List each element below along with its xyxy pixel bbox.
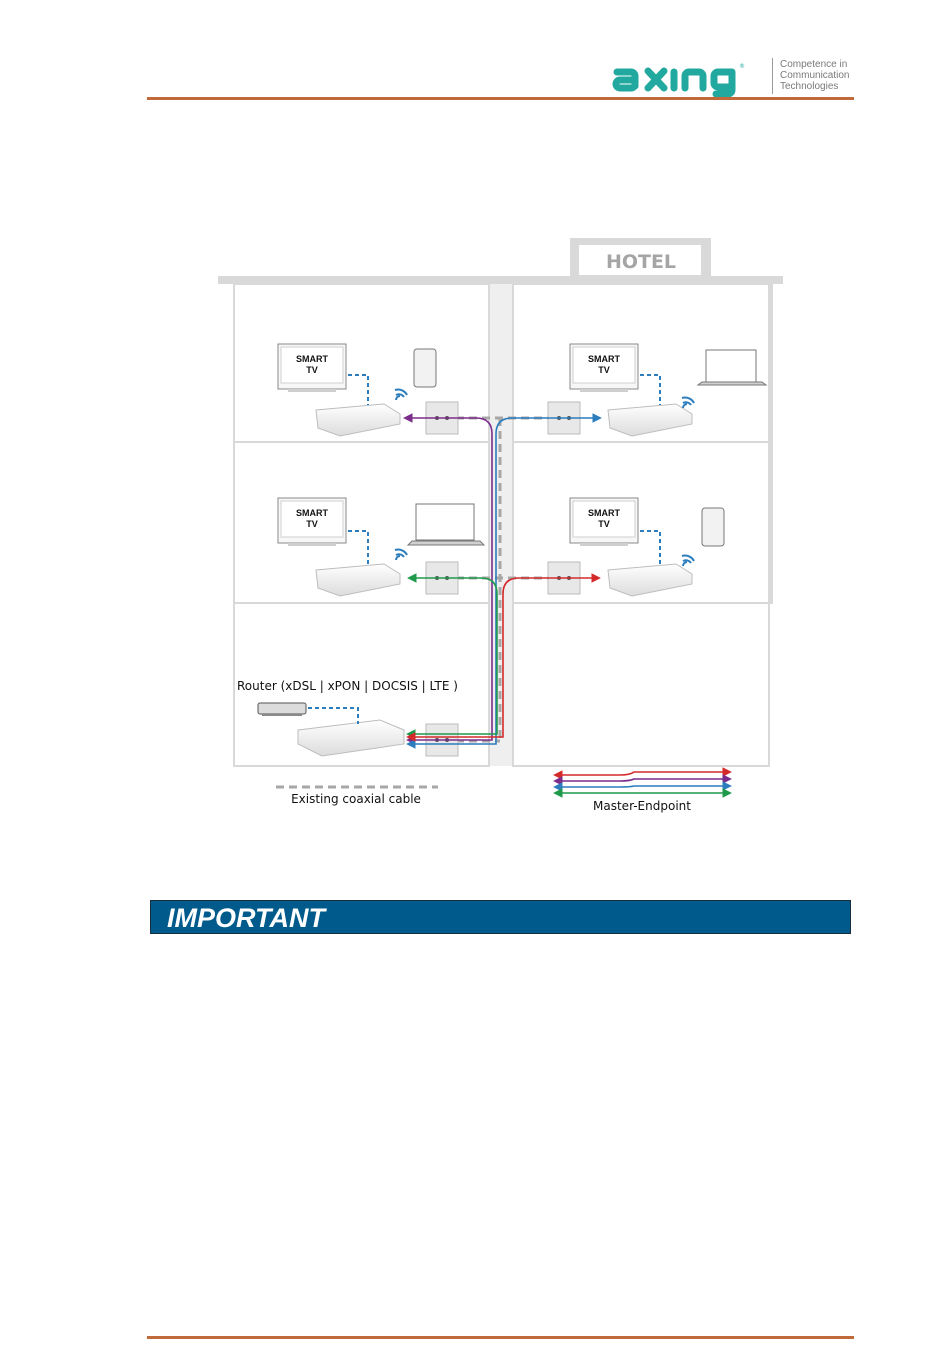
tv-label: TV bbox=[306, 365, 318, 375]
header-rule bbox=[147, 97, 854, 100]
router-label: Router (xDSL | xPON | DOCSIS | LTE ) bbox=[237, 679, 458, 693]
tagline-line: Communication bbox=[780, 70, 870, 81]
tagline-line: Technologies bbox=[780, 81, 870, 92]
tv-label: SMART bbox=[296, 354, 328, 364]
legend-master-label: Master-Endpoint bbox=[593, 799, 691, 813]
axing-logo: ® axing bbox=[612, 58, 768, 98]
tv-label: TV bbox=[598, 365, 610, 375]
logo-text: axing bbox=[612, 58, 615, 59]
important-banner: IMPORTANT bbox=[150, 900, 851, 934]
router-device bbox=[258, 703, 306, 716]
tv-label: TV bbox=[306, 519, 318, 529]
tagline-line: Competence in bbox=[780, 59, 870, 70]
hotel-sign: HOTEL bbox=[606, 251, 676, 273]
tv-label: SMART bbox=[588, 508, 620, 518]
legend-coax-label: Existing coaxial cable bbox=[291, 792, 421, 806]
link-red bbox=[408, 578, 599, 737]
tv-label: SMART bbox=[588, 354, 620, 364]
tv-label: SMART bbox=[296, 508, 328, 518]
legend: Existing coaxial cable Master-Endpoint bbox=[276, 772, 730, 813]
svg-text:®: ® bbox=[739, 63, 745, 70]
tagline: Competence in Communication Technologies bbox=[780, 59, 870, 92]
hotel-network-diagram: HOTEL bbox=[210, 232, 790, 822]
tv-label: TV bbox=[598, 519, 610, 529]
master-modem bbox=[298, 720, 404, 756]
footer-rule bbox=[147, 1336, 854, 1339]
logo-separator bbox=[772, 58, 773, 94]
link-green bbox=[408, 578, 497, 734]
important-title: IMPORTANT bbox=[167, 902, 325, 934]
